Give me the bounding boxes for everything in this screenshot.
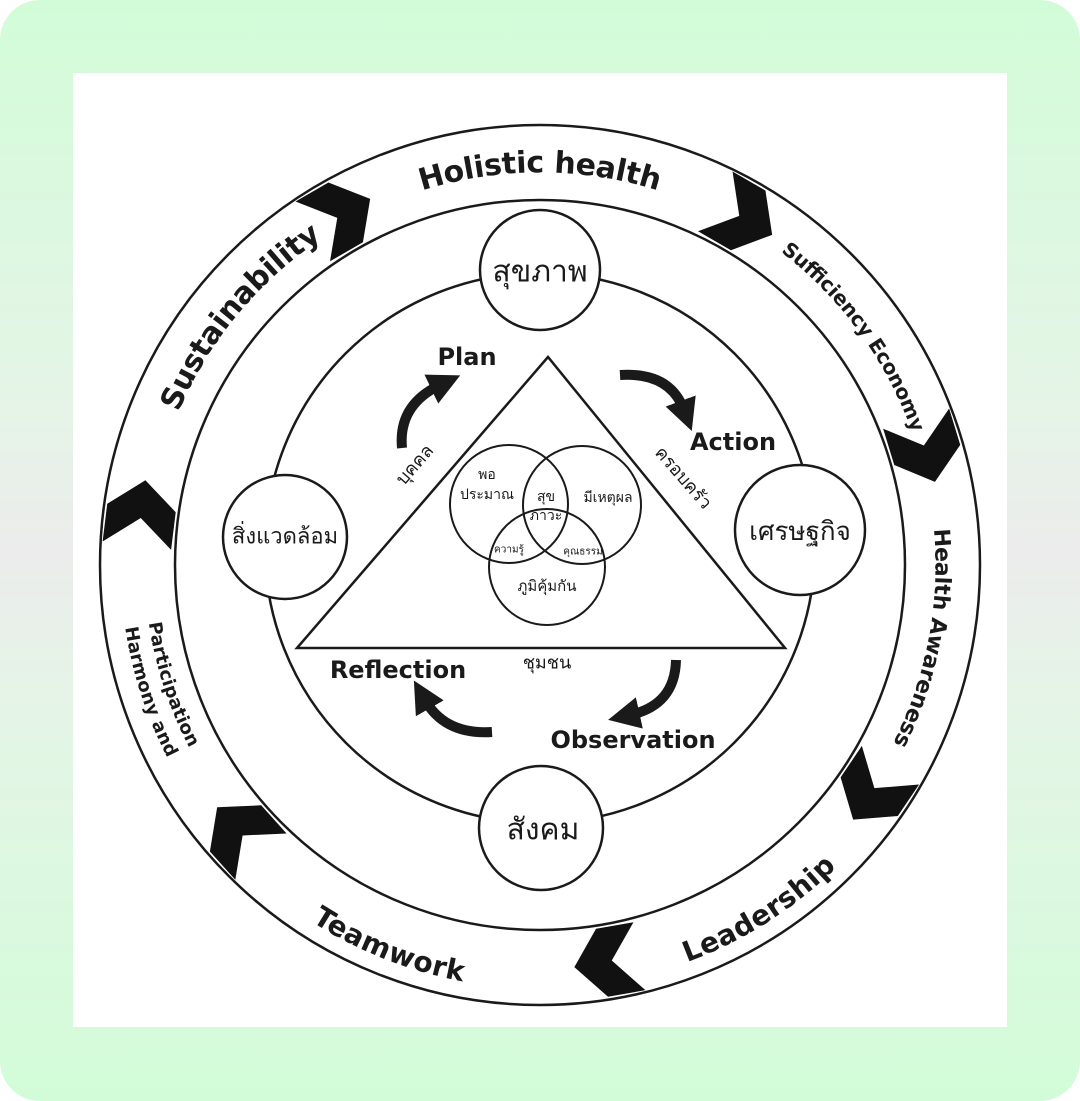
ring-label-teamwork: Teamwork (308, 900, 469, 989)
venn-label-right: มีเหตุผล (583, 490, 632, 506)
chevron-arrow-icon (574, 922, 646, 997)
chevron-arrow-icon (698, 171, 773, 251)
cycle-plan: Plan (437, 343, 496, 371)
chevron-arrow-icon (883, 408, 961, 482)
triangle-label-community: ชุมชน (523, 653, 572, 674)
venn-circle-moderation (449, 444, 569, 564)
cycle-observation: Observation (550, 726, 715, 754)
venn-label-left-2: ประมาณ (460, 487, 514, 503)
pillar-environment: สิ่งแวดล้อม (232, 521, 338, 550)
pillar-circles (221, 208, 867, 892)
pillar-circle-society (477, 764, 605, 892)
venn-label-left-1: พอ (478, 467, 496, 483)
pillar-circle-health (478, 208, 602, 332)
cycle-arrows (396, 369, 696, 738)
triangle (294, 355, 788, 650)
chevron-arrow-icon (102, 480, 176, 550)
venn-label-center-2: ภาวะ (530, 508, 562, 524)
venn-circle-immunity (488, 508, 606, 626)
ring-label-sustainability: Sustainability (154, 216, 327, 416)
chevron-arrows (102, 171, 961, 997)
venn-label-right-bottom: คุณธรรม (563, 547, 602, 558)
venn-label-bottom: ภูมิคุ้มกัน (517, 577, 576, 596)
chevron-arrow-icon (209, 805, 287, 880)
arrow-to-plan-icon (396, 374, 461, 449)
arrow-to-action-icon (619, 369, 696, 432)
cycle-reflection: Reflection (330, 656, 466, 684)
ring-label-holistic-health: Holistic health (415, 145, 666, 198)
inner-circle (263, 271, 817, 825)
cycle-action: Action (690, 428, 776, 456)
chevron-arrow-icon (295, 182, 371, 262)
outer-ring-inner-edge (173, 198, 907, 932)
outer-ring-outer-edge (98, 123, 982, 1007)
pillar-circle-environment (221, 473, 349, 601)
pillar-health: สุขภาพ (492, 255, 587, 291)
venn-label-left-bottom: ความรู้ (494, 544, 525, 556)
arrow-to-reflection-icon (413, 680, 493, 738)
venn-label-center-1: สุข (537, 489, 555, 505)
venn-diagram (449, 444, 642, 626)
chevron-arrow-icon (840, 745, 920, 820)
venn-circle-reasonableness (522, 445, 642, 565)
pillar-circle-economy (733, 463, 867, 597)
pillar-society: สังคม (507, 813, 580, 848)
arrow-to-observation-icon (608, 659, 681, 729)
ring-label-sufficiency-economy: Sufficiency Economy (778, 237, 930, 435)
pillar-economy: เศรษฐกิจ (749, 517, 851, 547)
ring-label-leadership: Leadership (678, 848, 842, 968)
